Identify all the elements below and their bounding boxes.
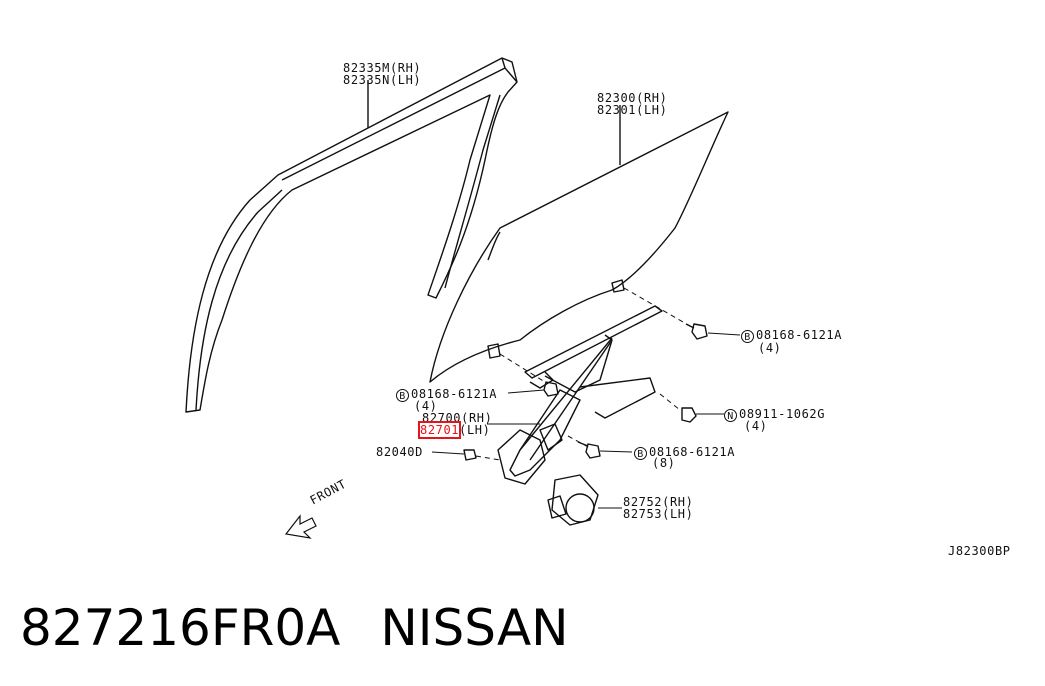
nut-right (681, 407, 697, 423)
label-moulding-lh: 82335N(LH) (343, 73, 422, 87)
label-clip: 82040D (376, 445, 423, 459)
highlighted-part-number: 82701 (417, 421, 462, 439)
bolt-top-part: 08168-6121A (756, 328, 843, 342)
caption: 827216FR0A NISSAN (20, 598, 569, 658)
nut-code-badge: N (724, 409, 737, 422)
bolt-low (577, 441, 601, 459)
label-bolt-left-qty: (4) (414, 399, 438, 413)
bolt-low-part: 08168-6121A (649, 445, 736, 459)
regulator-lh-side: (LH) (459, 423, 491, 437)
bolt-left (543, 381, 559, 397)
label-bolt-top-qty: (4) (758, 341, 782, 355)
nut-part: 08911-1062G (739, 407, 826, 421)
label-bolt-low-qty: (8) (652, 456, 676, 470)
label-glass-rh: 82300(RH) (597, 91, 668, 105)
label-regulator-lh: 82701(LH) (417, 421, 491, 439)
label-moulding-rh: 82335M(RH) (343, 61, 422, 75)
bolt-top (685, 323, 708, 340)
label-glass-lh: 82301(LH) (597, 103, 668, 117)
regulator-motor (547, 474, 599, 526)
bolt-code-badge: B (634, 447, 647, 460)
label-motor-rh: 82752(RH) (623, 495, 694, 509)
bolt-left-part: 08168-6121A (411, 387, 498, 401)
label-motor-lh: 82753(LH) (623, 507, 694, 521)
diagram-code: J82300BP (948, 544, 1011, 558)
label-nut-qty: (4) (744, 419, 768, 433)
sash-moulding (185, 57, 518, 413)
parts-diagram: 82335M(RH) 82335N(LH) 82300(RH) 82301(LH… (185, 57, 1011, 558)
brand-name: NISSAN (380, 599, 569, 657)
front-arrow-icon (284, 514, 317, 539)
diagram-drawing (185, 57, 741, 539)
clip (463, 449, 477, 461)
part-number: 827216FR0A (20, 599, 341, 657)
label-regulator-rh: 82700(RH) (422, 411, 493, 425)
bolt-code-badge: B (741, 330, 754, 343)
bolt-code-badge: B (396, 389, 409, 402)
window-regulator (497, 305, 663, 485)
door-glass (429, 105, 729, 383)
